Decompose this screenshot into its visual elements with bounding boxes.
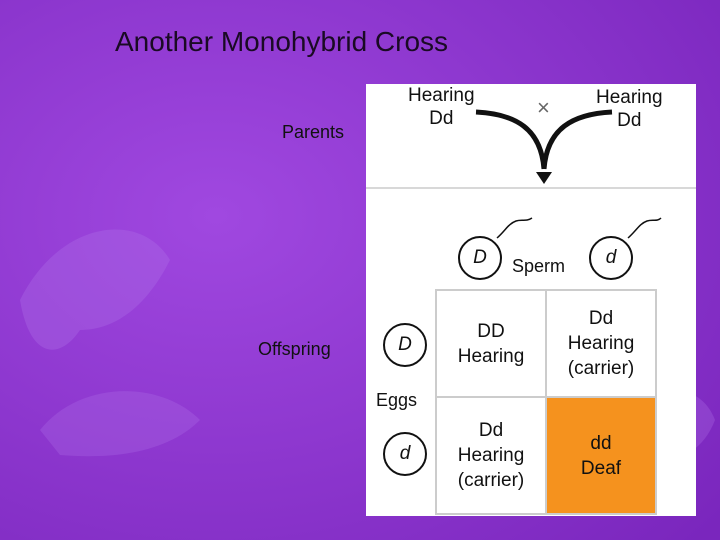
cell-genotype: Dd [478,420,504,441]
parent-1-phenotype: Hearing [408,85,475,106]
cell-phenotype: Hearing [457,445,525,466]
punnett-cell-dd: dd Deaf [547,398,655,513]
cell-genotype: Dd [588,308,614,329]
slide-title: Another Monohybrid Cross [115,26,449,57]
parent-2-genotype: Dd [617,110,642,131]
punnett-cell-DD: DD Hearing [437,291,545,396]
offspring-label: Offspring [258,339,331,359]
cell-phenotype: Deaf [580,457,622,479]
cell-note: (carrier) [567,358,635,379]
egg-cell-d: d [383,432,427,476]
punnett-cell-Dd-bottom: Dd Hearing (carrier) [437,398,545,513]
cell-note: (carrier) [457,470,525,491]
parent-1-genotype: Dd [429,108,454,129]
cell-genotype: DD [477,320,505,342]
sperm-cell-D: D [458,236,502,280]
egg-cell-D: D [383,323,427,367]
parent-1-label: Hearing Dd [408,84,475,130]
sperm-cell-d: d [589,236,633,280]
parents-label: Parents [282,122,345,142]
cell-phenotype: Hearing [567,333,635,354]
sperm-label: Sperm [512,256,566,276]
cross-diagram-panel: × Sperm D d D d DD Hearing Dd Hearing (c… [366,84,696,516]
parent-2-phenotype: Hearing [596,87,663,108]
eggs-label: Eggs [372,389,422,412]
cell-phenotype: Hearing [457,345,525,367]
cross-diagram-lines [366,109,696,515]
cross-symbol: × [537,95,550,120]
punnett-cell-Dd-top: Dd Hearing (carrier) [547,291,655,396]
parent-2-label: Hearing Dd [596,86,663,132]
cell-genotype: dd [590,432,612,454]
